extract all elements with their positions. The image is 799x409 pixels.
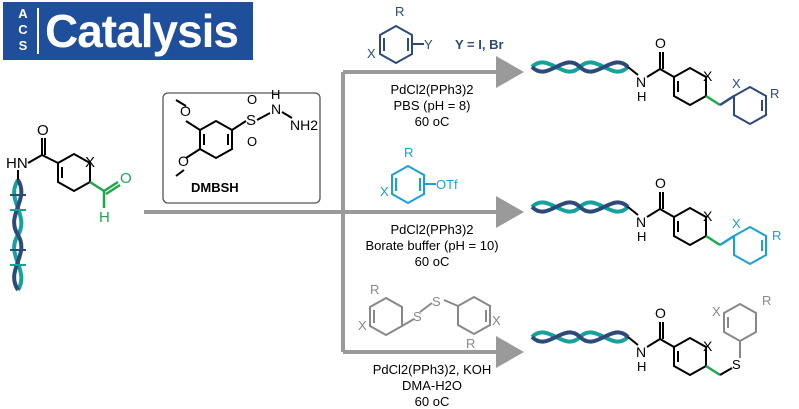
r3-sulfur-1: S [413, 309, 422, 324]
partner-aryl-halide: R X Y Y = I, Br [367, 4, 504, 65]
p3-nh-h: H [637, 359, 646, 374]
r2-cond-buffer: Borate buffer (pH = 10) [365, 238, 498, 253]
p1-n: N [636, 74, 646, 90]
product-2-dna [530, 200, 630, 214]
r3-cond-temperature: 60 oC [415, 394, 450, 409]
reagent-box: O O S O O N H NH2 DMBSH [162, 87, 321, 204]
sm-aldehyde-o: O [120, 170, 132, 187]
p3-n: N [636, 344, 646, 360]
r2-partner-otf: OTf [436, 177, 458, 192]
dmbsh-n-h: H [271, 87, 280, 102]
reaction-arrows [144, 56, 524, 368]
dmbsh-nh2: NH2 [290, 117, 318, 133]
starting-material: HN O X O H [6, 122, 132, 292]
r2-partner-r: R [404, 145, 413, 160]
dmbsh-methoxy-o2: O [178, 153, 189, 169]
p3-aryl-r: R [762, 293, 771, 308]
r1-partner-r: R [395, 4, 404, 19]
p2-ring-x: X [703, 208, 713, 224]
product-1-dna [530, 60, 630, 74]
product-2: N H O X X R [530, 175, 781, 266]
dmbsh-sulfonyl-o-top: O [247, 92, 257, 107]
p3-aryl-x: X [712, 304, 721, 319]
sm-carbonyl-o: O [37, 122, 49, 139]
r1-cond-catalyst: PdCl2(PPh3)2 [390, 82, 473, 97]
product-1: N H O X X R [530, 35, 779, 126]
dmbsh-methoxy-o1: O [180, 103, 191, 119]
p2-aryl-x: X [732, 216, 741, 231]
p2-carbonyl-o: O [655, 175, 666, 191]
p1-aryl-r: R [770, 86, 779, 101]
r3-left-r: R [370, 282, 379, 297]
sm-ring-x: X [85, 154, 95, 171]
r1-partner-x: X [367, 46, 376, 61]
p3-thioether-s-label: S [732, 357, 741, 372]
r2-cond-catalyst: PdCl2(PPh3)2 [390, 222, 473, 237]
conditions-route-2: PdCl2(PPh3)2 Borate buffer (pH = 10) 60 … [365, 222, 498, 269]
p2-nh-h: H [637, 229, 646, 244]
logo-acs-letter-a: A [18, 6, 28, 21]
product-3-dna [530, 330, 630, 344]
p2-n: N [636, 214, 646, 230]
p2-aryl-r: R [772, 228, 781, 243]
sm-aldehyde-h: H [99, 209, 110, 226]
sm-hn-label: HN [6, 155, 28, 172]
product-3: N H O X S X R [530, 293, 771, 377]
r1-cond-buffer: PBS (pH = 8) [394, 98, 471, 113]
r1-partner-y: Y [424, 37, 433, 52]
dna-strand-starting [10, 170, 26, 292]
dmbsh-sulfonyl-o-bottom: O [247, 134, 257, 149]
logo-divider [37, 8, 39, 54]
r3-right-r: R [466, 336, 475, 351]
r1-y-definition: Y = I, Br [455, 37, 504, 52]
p1-nh-h: H [637, 89, 646, 104]
r3-cond-solvent: DMA-H2O [402, 378, 462, 393]
p1-aryl-x: X [732, 76, 741, 91]
conditions-route-3: PdCl2(PPh3)2, KOH DMA-H2O 60 oC [373, 362, 492, 409]
p1-carbonyl-o: O [655, 35, 666, 51]
logo-acs-letter-s: S [18, 38, 28, 53]
r2-partner-x: X [380, 184, 389, 199]
r3-right-x: X [492, 313, 501, 328]
dmbsh-n-label: N [271, 101, 281, 117]
r2-cond-temperature: 60 oC [415, 254, 450, 269]
p3-carbonyl-o: O [655, 305, 666, 321]
logo-journal-name: Catalysis [45, 5, 239, 57]
p3-ring-x: X [703, 338, 713, 354]
p1-ring-x: X [703, 68, 713, 84]
r3-sulfur-2: S [432, 294, 441, 309]
logo-acs-letter-c: C [18, 22, 28, 37]
r3-cond-catalyst: PdCl2(PPh3)2, KOH [373, 362, 492, 377]
r3-left-x: X [358, 318, 367, 333]
dmbsh-sulfur: S [246, 112, 256, 129]
partner-diaryl-disulfide: R X S S X R [358, 282, 501, 351]
r1-cond-temperature: 60 oC [415, 114, 450, 129]
conditions-route-1: PdCl2(PPh3)2 PBS (pH = 8) 60 oC [390, 82, 473, 129]
partner-aryl-triflate: R X OTf [380, 145, 458, 205]
dmbsh-label: DMBSH [191, 180, 239, 195]
